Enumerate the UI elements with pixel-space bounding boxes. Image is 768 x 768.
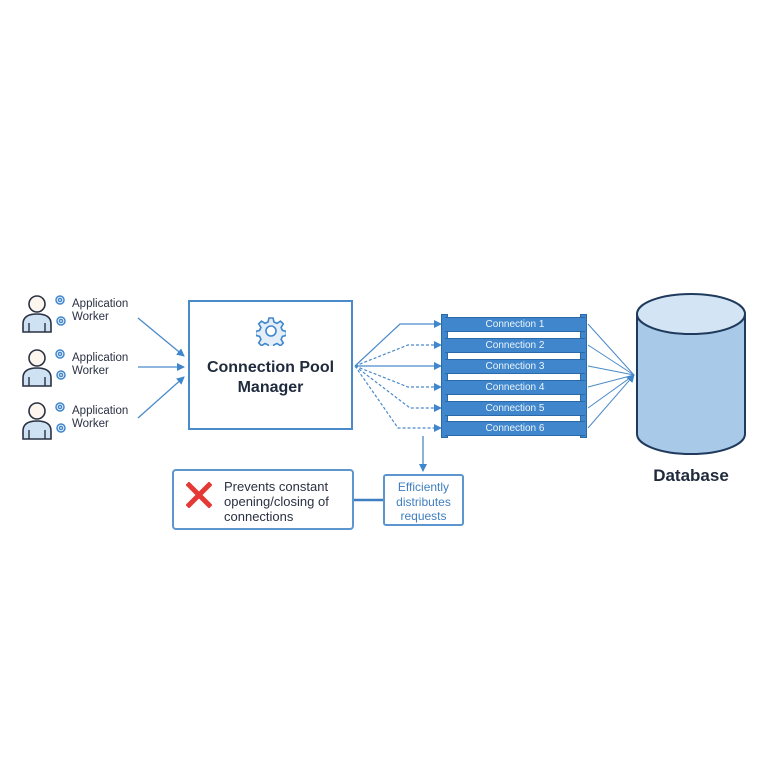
connection-4: Connection 4 [445, 380, 585, 395]
connection-3: Connection 3 [445, 359, 585, 374]
gear-icon [55, 295, 65, 305]
db-line-2 [587, 344, 635, 376]
worker-person-icon [22, 402, 66, 440]
gear-icon [256, 317, 286, 346]
connection-1: Connection 1 [445, 317, 585, 332]
worker-label-line2: Worker [72, 365, 109, 377]
gear-icon [56, 370, 66, 380]
gear-icon [55, 402, 65, 412]
manager-title-line2: Manager [237, 379, 304, 396]
manager-title-line1: Connection Pool [206, 359, 335, 376]
worker-person-icon [22, 349, 66, 387]
worker-arrow-1 [137, 317, 185, 357]
conn-arrow-1 [354, 320, 442, 367]
pool-rail-left [441, 314, 448, 438]
worker-label-line1: Application [72, 298, 129, 310]
conn-arrow-4 [354, 365, 442, 391]
worker-label-line1: Application [72, 405, 129, 417]
db-line-4 [587, 374, 635, 388]
gear-icon [56, 316, 66, 326]
worker-label-line2: Worker [72, 311, 109, 323]
connection-5: Connection 5 [445, 401, 585, 416]
conn-arrow-6 [354, 365, 442, 432]
db-line-3 [587, 365, 635, 376]
db-line-5 [587, 374, 635, 409]
red-x-icon [186, 482, 212, 508]
pool-rail-right [580, 314, 587, 438]
worker-label-line1: Application [72, 352, 129, 364]
worker-arrow-3 [137, 376, 185, 419]
distributes-note: Efficiently distributes requests [383, 474, 464, 526]
worker-label-line2: Worker [72, 418, 109, 430]
gear-icon [55, 349, 65, 359]
distributes-line1: Efficiently [397, 480, 450, 494]
database-cylinder-icon [636, 293, 746, 455]
conn-arrow-2 [354, 341, 442, 367]
db-line-6 [587, 374, 635, 429]
prevents-line3: connections [224, 509, 294, 524]
connection-2: Connection 2 [445, 338, 585, 353]
db-line-1 [587, 323, 635, 376]
prevents-line2: opening/closing of [224, 494, 329, 509]
distributes-line3: requests [400, 509, 447, 523]
gear-icon [56, 423, 66, 433]
prevents-line1: Prevents constant [224, 479, 329, 494]
connection-6: Connection 6 [445, 421, 585, 436]
prevents-note: Prevents constant opening/closing of con… [172, 469, 354, 530]
distributes-line2: distributes [396, 494, 451, 509]
worker-person-icon [22, 295, 66, 333]
database-label: Database [653, 466, 729, 485]
